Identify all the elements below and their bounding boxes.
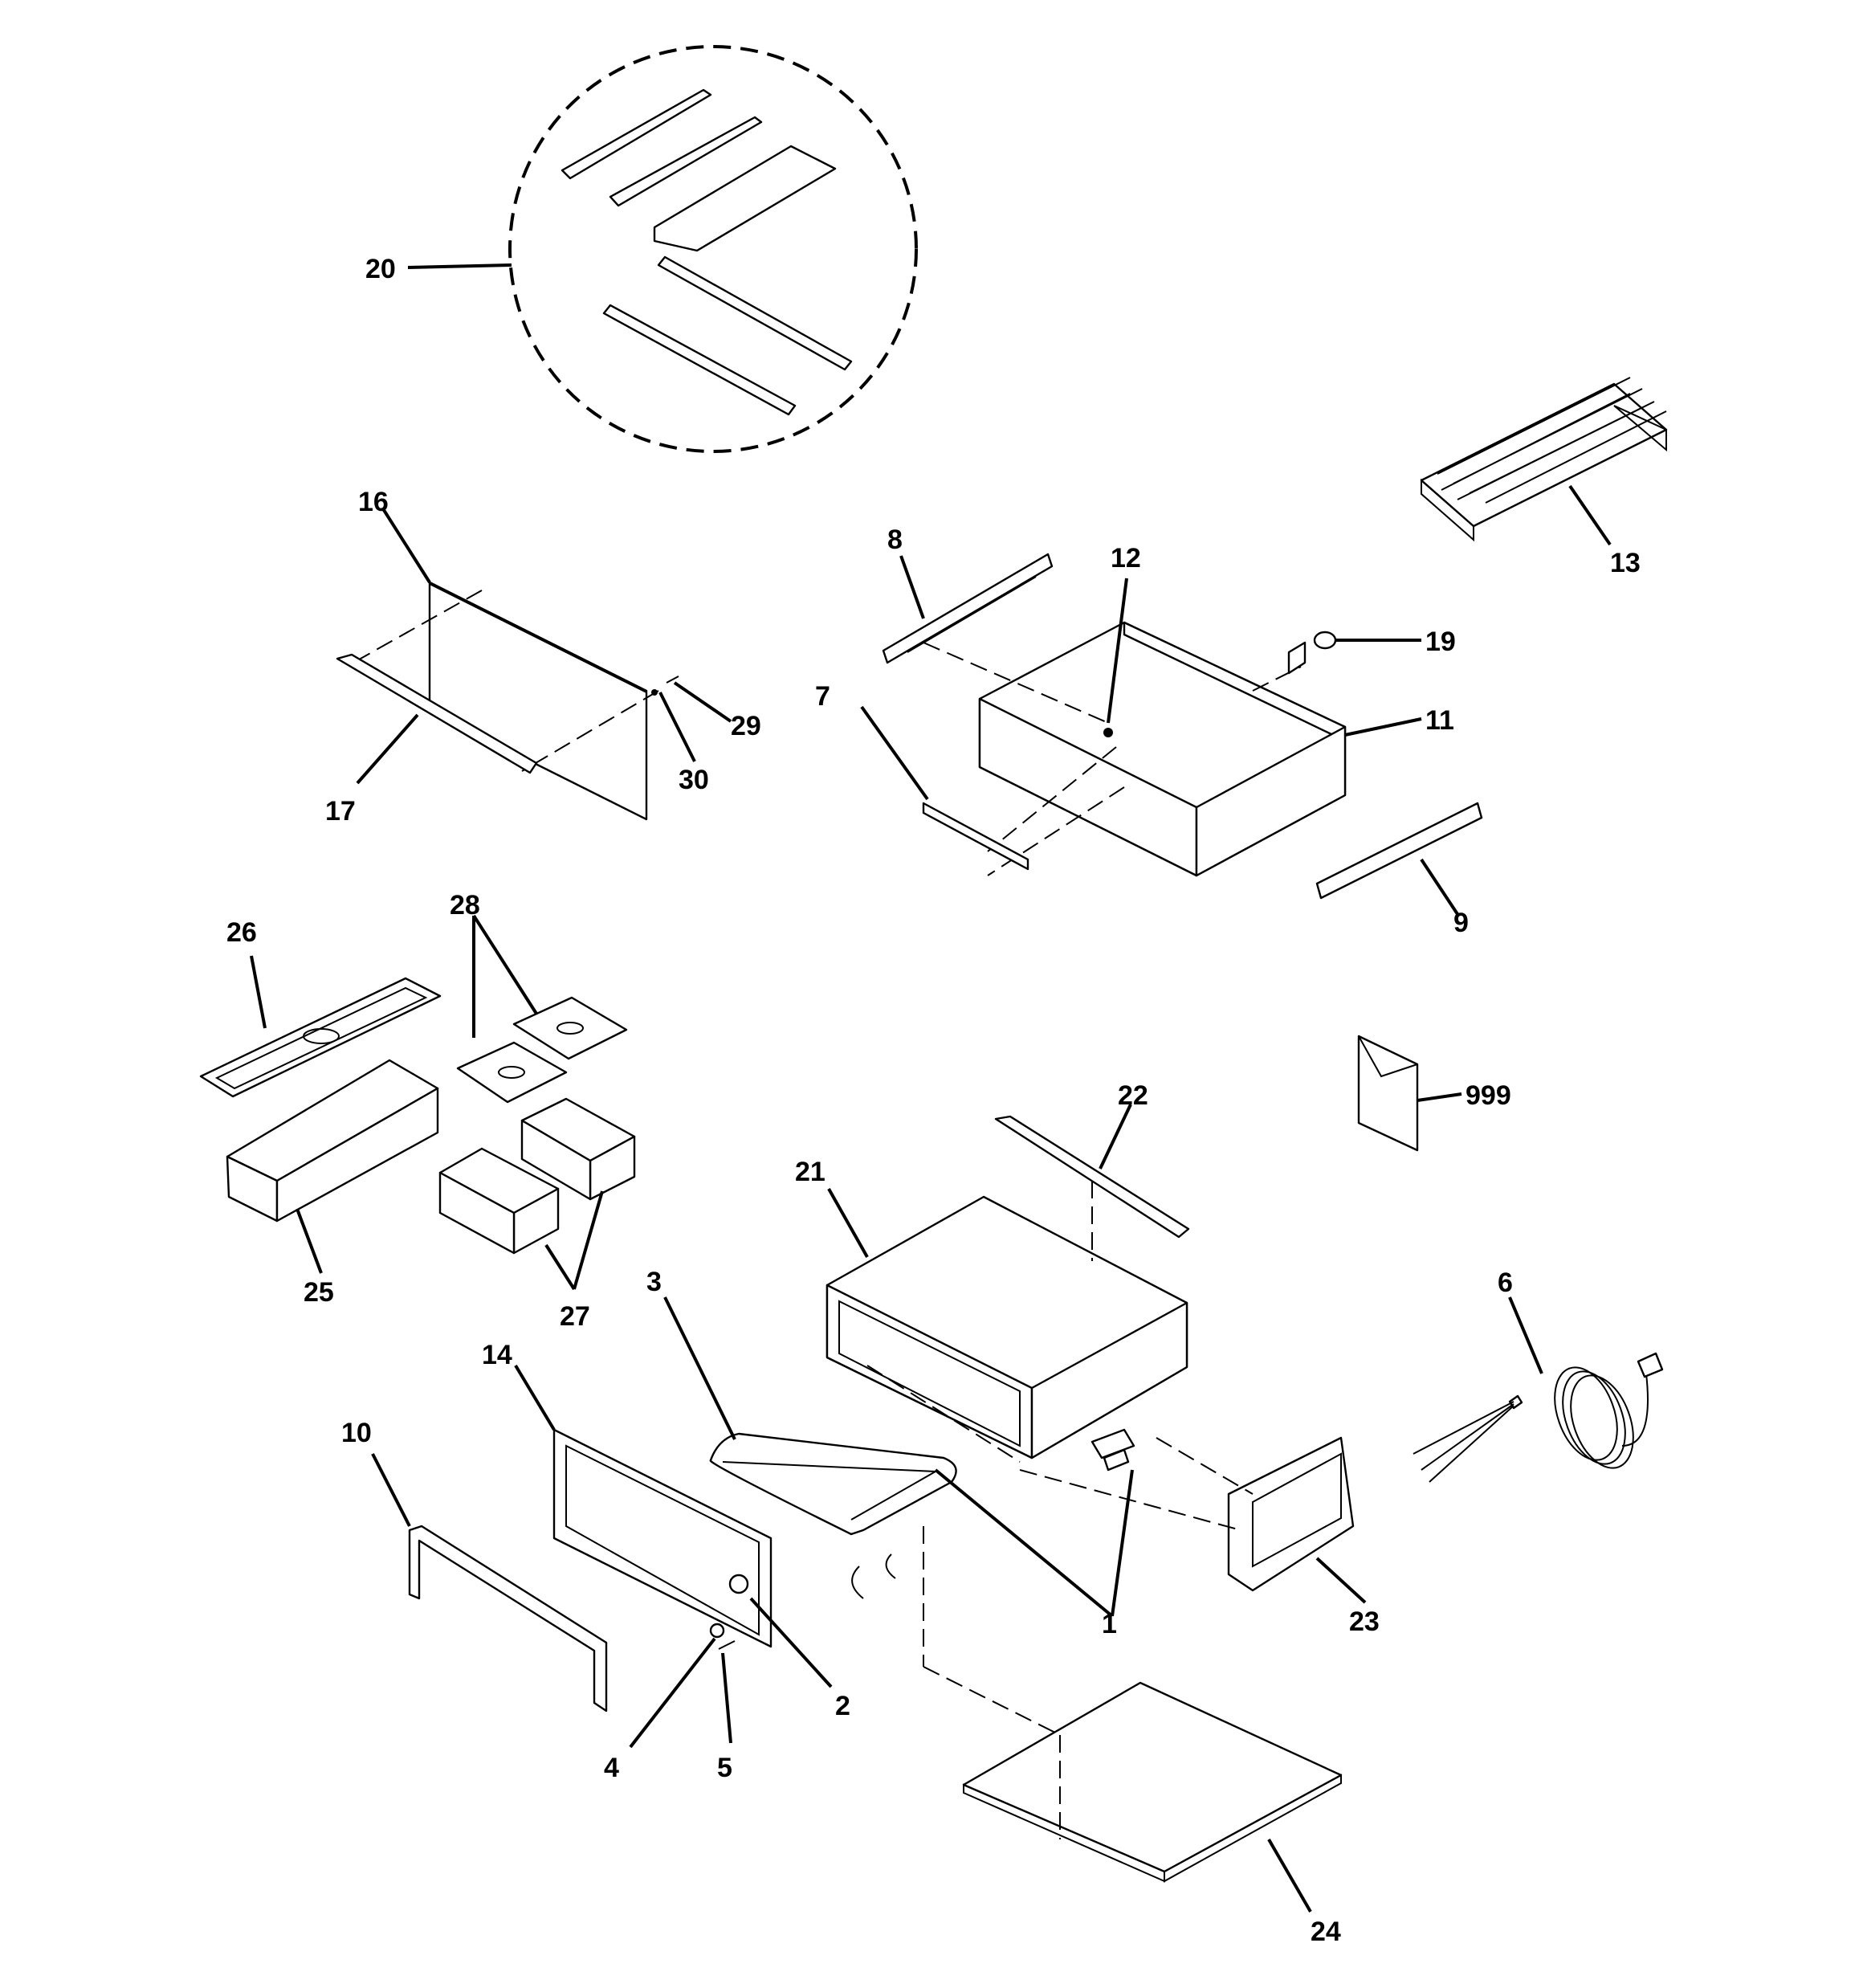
part-29-30-screws [651, 676, 679, 696]
part-25-large-pan [226, 1059, 439, 1223]
part-12-clip [1103, 728, 1113, 737]
part-16-front-panel [353, 581, 659, 821]
callout-12: 12 [1111, 543, 1141, 574]
callout-7: 7 [815, 681, 830, 712]
part-9-slide-rail [1315, 802, 1483, 900]
part-17-handle [336, 653, 538, 774]
part-1-terminal-block [1090, 1428, 1135, 1472]
part-11-drawer-box [923, 621, 1347, 877]
part-14-control-panel [552, 1428, 773, 1648]
part-5-screw [718, 1640, 736, 1650]
part-7-slide-bracket [922, 802, 1029, 871]
part-23-junction-box [1019, 1436, 1355, 1592]
part-20-rail-kit-detail [508, 45, 918, 453]
callout-17: 17 [325, 796, 356, 827]
part-26-large-lid [199, 977, 442, 1098]
callout-19: 19 [1425, 627, 1456, 657]
callout-24: 24 [1311, 1917, 1341, 1947]
part-27-small-pan-front [438, 1147, 560, 1255]
callout-29: 29 [731, 711, 761, 741]
callout-6: 6 [1498, 1268, 1513, 1298]
callout-21: 21 [795, 1157, 826, 1187]
callout-1: 1 [1102, 1609, 1117, 1639]
callout-14: 14 [482, 1340, 512, 1370]
part-2-knob [728, 1574, 749, 1594]
callout-25: 25 [304, 1277, 334, 1308]
callout-3: 3 [646, 1267, 662, 1297]
callout-20: 20 [365, 254, 396, 284]
callout-5: 5 [717, 1753, 732, 1783]
part-4-indicator-light [709, 1623, 725, 1639]
part-22-top-trim [994, 1115, 1190, 1261]
callout-28: 28 [450, 890, 480, 921]
callout-10: 10 [341, 1418, 372, 1448]
part-13-wire-rack [1420, 377, 1668, 542]
part-6-power-cord [1413, 1352, 1664, 1483]
leader-lines [250, 263, 1612, 1913]
callout-2: 2 [835, 1691, 850, 1721]
part-8-slide-rail [882, 553, 1054, 664]
callout-11: 11 [1425, 705, 1454, 736]
callout-9: 9 [1453, 908, 1469, 938]
part-999-literature [1357, 1035, 1419, 1152]
part-28-small-lid-rear [512, 996, 628, 1060]
callout-23: 23 [1349, 1606, 1380, 1637]
callout-16: 16 [358, 487, 389, 517]
callout-999: 999 [1466, 1080, 1511, 1111]
part-10-lower-trim [408, 1525, 608, 1712]
part-28-small-lid-front [456, 1041, 568, 1104]
callout-30: 30 [679, 765, 709, 795]
part-27-small-pan-rear [520, 1097, 636, 1201]
callout-13: 13 [1610, 548, 1641, 578]
callout-27: 27 [560, 1301, 590, 1332]
callout-4: 4 [604, 1753, 619, 1783]
callout-8: 8 [887, 525, 903, 555]
part-19-bumper [1287, 631, 1337, 675]
callout-22: 22 [1118, 1080, 1148, 1111]
part-24-bottom-panel [851, 1526, 1343, 1883]
callout-26: 26 [226, 917, 257, 948]
callout-labels: 20 16 17 29 30 8 12 13 19 7 11 9 26 28 2… [226, 254, 1641, 1947]
part-21-outer-case [826, 1195, 1188, 1459]
